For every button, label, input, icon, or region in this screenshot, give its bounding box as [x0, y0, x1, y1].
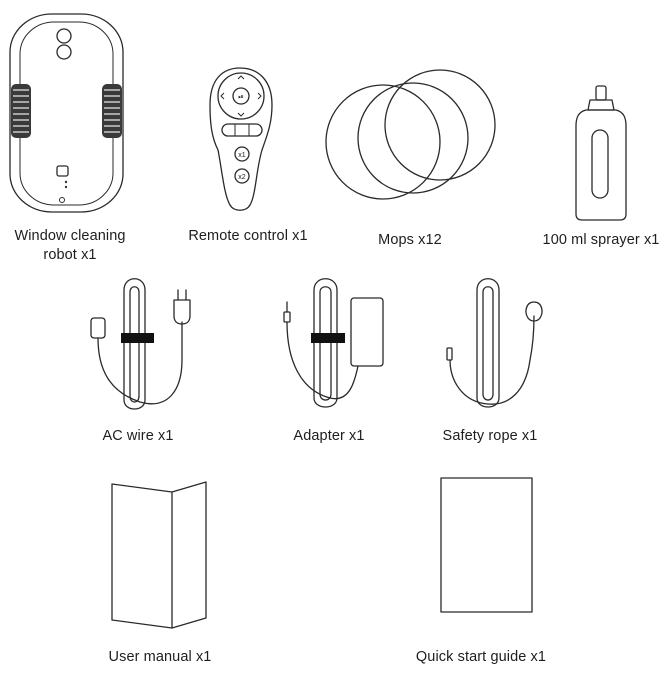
remote-control-image	[209, 67, 273, 211]
item-label-user-manual: User manual x1	[108, 649, 212, 665]
sprayer-image	[575, 85, 627, 221]
speed-x1-label: x1	[238, 152, 246, 159]
item-label-remote-control: Remote control x1	[188, 228, 308, 244]
ac-wire-image	[90, 278, 191, 410]
item-label-sprayer: 100 ml sprayer x1	[542, 232, 660, 248]
item-label-quick-start-guide: Quick start guide x1	[415, 649, 547, 665]
item-label-ac-wire: AC wire x1	[102, 428, 174, 444]
item-label-mops: Mops x12	[378, 232, 442, 248]
item-label-adapter: Adapter x1	[293, 428, 365, 444]
user-manual-image	[111, 481, 207, 629]
item-label-safety-rope: Safety rope x1	[442, 428, 538, 444]
speed-x2-label: x2	[238, 174, 246, 181]
mops-image	[325, 69, 496, 200]
quick-start-guide-image	[440, 477, 533, 613]
adapter-image	[283, 278, 384, 408]
play-pause-glyph: ⏯	[238, 93, 244, 101]
window-cleaning-robot-image	[9, 13, 124, 213]
item-label-window-cleaning-robot: Window cleaning robot x1	[14, 228, 126, 263]
safety-rope-image	[446, 278, 543, 408]
